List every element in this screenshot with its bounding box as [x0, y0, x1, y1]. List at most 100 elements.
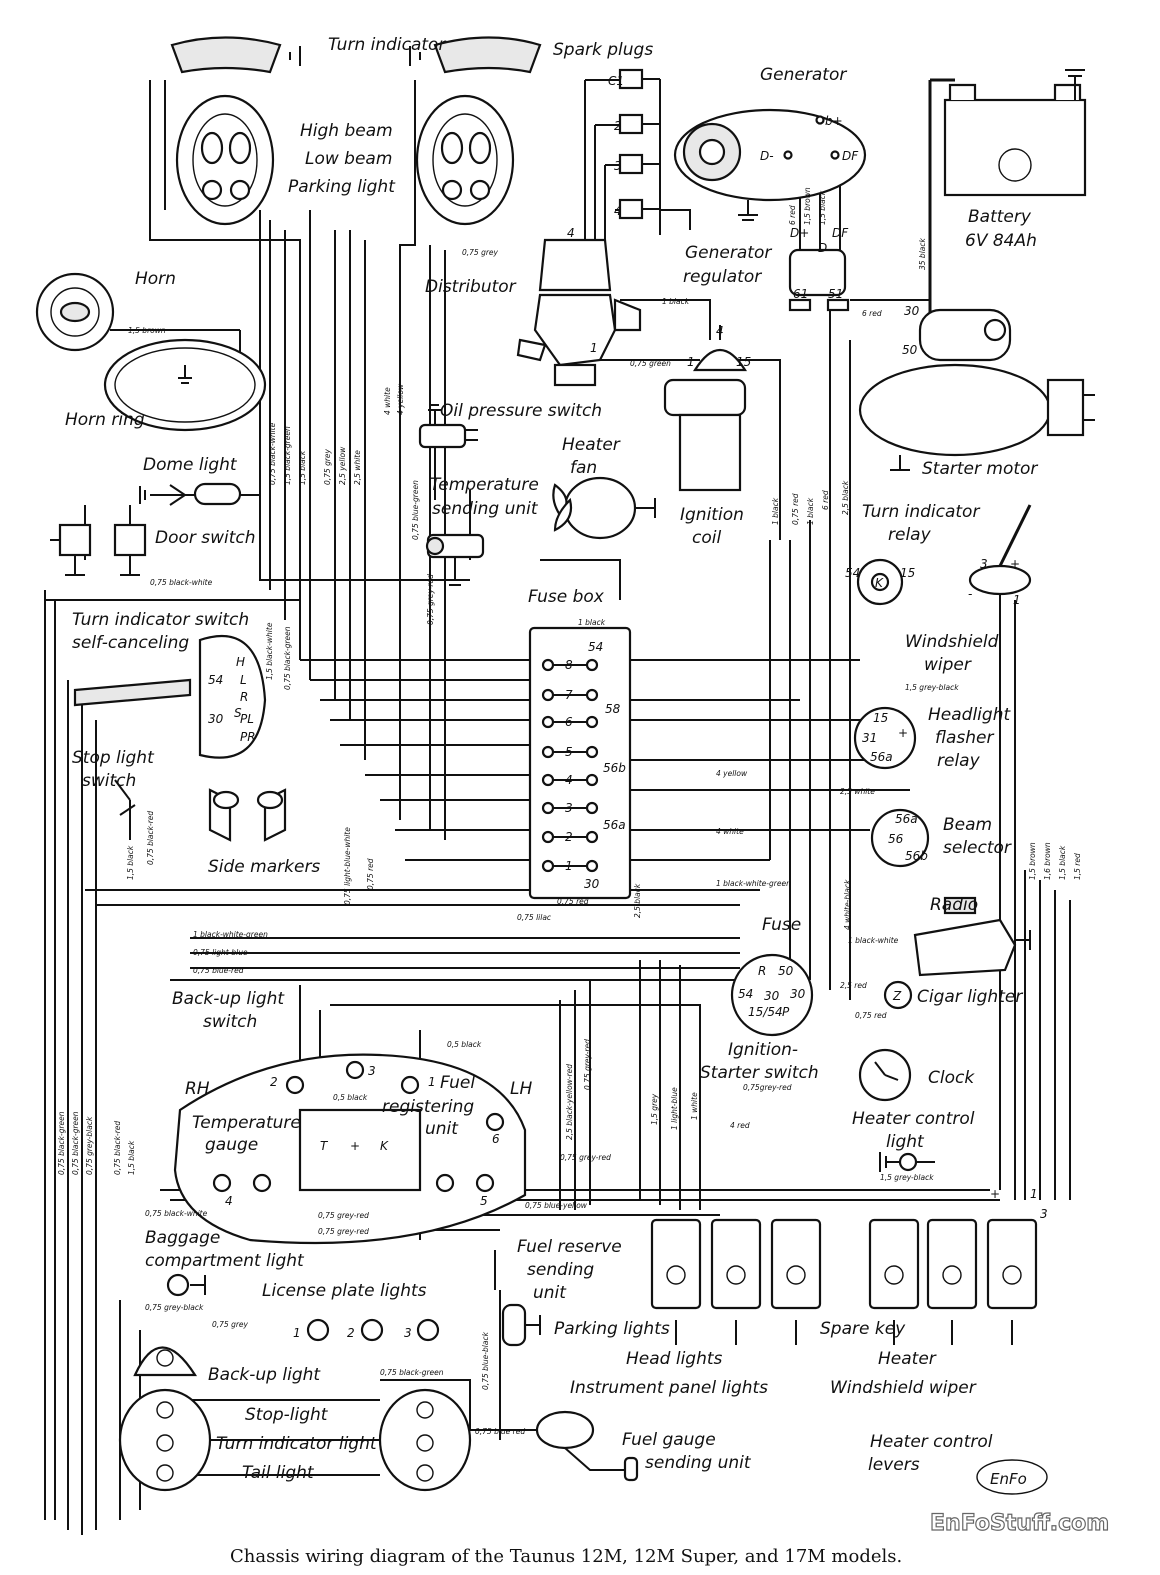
- label-heater-fan-2: fan: [570, 458, 597, 478]
- pin-d-minus: D-: [760, 149, 774, 163]
- wire-label-69: 1,6 brown: [1043, 842, 1052, 880]
- pin-inst-5: 5: [480, 1194, 488, 1208]
- pin-dist-1: 1: [590, 341, 598, 355]
- label-temp-gauge-2: gauge: [205, 1135, 258, 1155]
- cigar-lighter: [883, 980, 913, 1010]
- starter-motor: [858, 308, 1095, 471]
- spark-plugs: [618, 68, 661, 235]
- pin-flasher-31: 31: [862, 731, 877, 745]
- windshield-wiper-motor: [968, 504, 1032, 596]
- door-switch-right: [113, 523, 147, 576]
- label-stop-light-switch-2: switch: [82, 771, 136, 791]
- wire-label-6: 35 black: [918, 238, 927, 270]
- pin-fusebox-56a: 56a: [603, 818, 626, 832]
- side-marker-right: [256, 788, 287, 842]
- wire-label-5: 6 red: [862, 309, 882, 318]
- wire-label-33: 1 black-white-green: [716, 879, 791, 888]
- label-ignition-starter-2: Starter switch: [700, 1063, 819, 1083]
- label-backup-light: Back-up light: [208, 1365, 321, 1385]
- pin-license-1: 1: [293, 1326, 301, 1340]
- label-fuel-reg-3: unit: [425, 1119, 459, 1139]
- label-turn-switch-1: Turn indicator switch: [72, 610, 249, 630]
- pin-ign-50: 50: [778, 964, 794, 978]
- label-headlight-flasher-2: flasher: [935, 728, 994, 748]
- label-gen-regulator-1: Generator: [685, 243, 772, 263]
- pin-relay-k: K: [875, 576, 884, 590]
- label-backup-switch-2: switch: [203, 1012, 257, 1032]
- pin-cigar-z: Z: [892, 989, 902, 1003]
- pin-wiper-3: 3: [980, 557, 988, 571]
- wire-label-15: 2,5 white: [353, 450, 362, 485]
- pin-wiper-plus: +: [1010, 557, 1020, 571]
- pin-reg-df: DF: [832, 226, 849, 240]
- wire-label-4: 0,75 green: [630, 359, 671, 368]
- wire-label-22: 0,75 black-green: [283, 626, 292, 690]
- pin-heater-plus: +: [990, 1187, 1000, 1201]
- label-cigar-lighter: Cigar lighter: [917, 987, 1023, 1007]
- pin-switch-s: S: [234, 706, 242, 720]
- pin-ign-r: R: [758, 964, 766, 978]
- label-heater-control-light-2: light: [886, 1132, 925, 1152]
- label-windshield-wiper-sw: Windshield wiper: [830, 1378, 977, 1398]
- pin-wiper-minus: -: [968, 587, 972, 601]
- wire-label-38: 0,75 light-blue: [193, 948, 248, 957]
- label-heater-control-levers-2: levers: [868, 1455, 920, 1475]
- pin-c2: 2: [614, 119, 622, 133]
- pin-switch-pl: PL: [240, 712, 254, 726]
- pin-reg-51: 51: [828, 287, 843, 301]
- wire-label-56: 0,75 blue red: [475, 1427, 525, 1436]
- dome-light: [139, 482, 242, 506]
- pin-fuse-3: 3: [565, 801, 573, 815]
- label-temp-sending-1: Temperature: [430, 475, 539, 495]
- pin-inst-2: 2: [270, 1075, 278, 1089]
- wire-label-16: 4 white: [383, 387, 392, 415]
- pin-ign-15-54: 15/54: [748, 1005, 783, 1019]
- beam-selector: [870, 808, 930, 868]
- label-instrument-panel: Instrument panel lights: [570, 1378, 768, 1398]
- pin-starter-30: 30: [904, 304, 920, 318]
- pin-fusebox-58: 58: [605, 702, 621, 716]
- pin-license-2: 2: [347, 1326, 355, 1340]
- pin-ign-p: P: [782, 1005, 790, 1019]
- label-fuel-reg-1: Fuel: [440, 1073, 475, 1093]
- pin-reg-d: D: [818, 241, 827, 255]
- pin-switch-pr: PR: [240, 730, 256, 744]
- turn-indicator-relay: [856, 558, 904, 606]
- wire-label-37: 1 black-white-green: [193, 930, 268, 939]
- pin-c4: 4: [614, 204, 622, 218]
- pin-coil-1: 1: [687, 355, 695, 369]
- pin-flasher-15: 15: [873, 711, 888, 725]
- pin-c3: 3: [614, 159, 622, 173]
- label-high-beam: High beam: [300, 121, 393, 141]
- pin-fuse-5: 5: [565, 745, 573, 759]
- backup-light: [133, 1346, 198, 1377]
- label-starter-motor: Starter motor: [922, 459, 1038, 479]
- pin-gauge-plus: +: [350, 1139, 360, 1153]
- label-battery: Battery: [968, 207, 1032, 227]
- pin-df: DF: [842, 149, 859, 163]
- tail-light-right: [378, 1388, 472, 1492]
- door-switch-left: [50, 523, 92, 576]
- tail-light-left: [118, 1388, 212, 1492]
- wire-label-21: 1,5 black-white: [265, 622, 274, 680]
- label-ignition-coil-1: Ignition: [680, 505, 744, 525]
- pin-beam-56: 56: [888, 832, 904, 846]
- wire-label-25: 4 yellow: [716, 769, 748, 778]
- pin-coil-15: 15: [736, 355, 751, 369]
- wire-label-72: 0,75 black-red: [113, 1121, 122, 1175]
- wire-label-36: 4 white-black: [843, 879, 852, 930]
- pin-flasher-plus: +: [898, 726, 908, 740]
- pin-inst-1: 1: [428, 1075, 436, 1089]
- label-parking-light: Parking light: [288, 177, 396, 197]
- label-fuel-gauge-sending-2: sending unit: [645, 1453, 752, 1473]
- label-turn-switch-2: self-canceling: [72, 633, 189, 653]
- wire-label-68: 1,5 brown: [1028, 842, 1037, 880]
- terminal-labels: b+ D- DF D+ D DF 61 51 30 50 1 4 15 1 4 …: [208, 74, 1048, 1340]
- wire-label-9: 1,5 black: [818, 190, 827, 225]
- clock: [858, 1048, 912, 1102]
- pin-inst-6: 6: [492, 1132, 500, 1146]
- label-distributor: Distributor: [425, 277, 517, 297]
- label-horn: Horn: [135, 269, 176, 289]
- pin-ign-30b: 30: [790, 987, 806, 1001]
